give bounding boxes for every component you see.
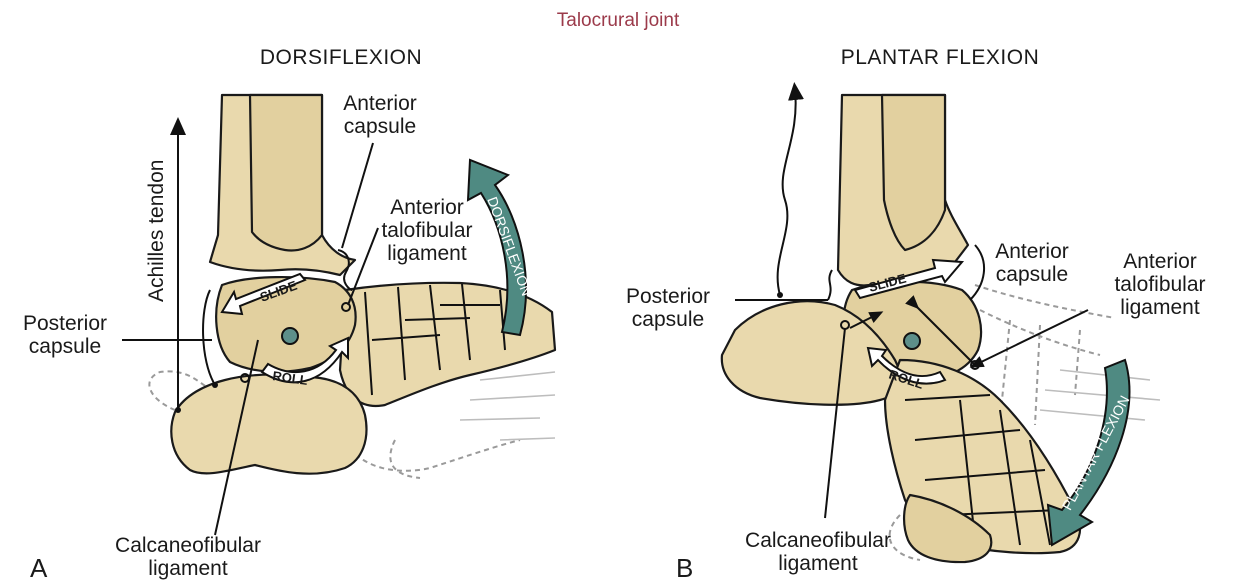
- atfl-b-label-3: ligament: [1120, 296, 1200, 319]
- anterior-capsule-a-label-1: Anterior: [343, 92, 417, 115]
- posterior-capsule-b-label-2: capsule: [632, 308, 704, 331]
- achilles-label: Achilles tendon: [145, 160, 168, 302]
- posterior-capsule-a-curve: [203, 290, 215, 385]
- atfl-b-label-1: Anterior: [1123, 250, 1197, 273]
- cfl-a-label-2: ligament: [148, 557, 228, 580]
- anterior-capsule-a-line: [342, 143, 373, 248]
- cfl-a-label-1: Calcaneofibular: [115, 534, 261, 557]
- atfl-a-label-2: talofibular: [381, 219, 472, 242]
- panel-a-letter: A: [30, 553, 48, 583]
- anterior-capsule-b-label-2: capsule: [996, 263, 1068, 286]
- panel-b-heading: PLANTAR FLEXION: [841, 46, 1040, 69]
- forefoot-lines-a: [460, 372, 555, 440]
- panel-a: DORSIFLEXION SLIDE ROLL: [23, 46, 555, 583]
- anterior-capsule-a-label-2: capsule: [344, 115, 416, 138]
- calcaneus-a: [171, 375, 366, 474]
- posterior-capsule-a-label-1: Posterior: [23, 312, 107, 335]
- anterior-capsule-b-line: [970, 245, 984, 300]
- posterior-capsule-b-label-1: Posterior: [626, 285, 710, 308]
- panel-b-letter: B: [676, 553, 693, 583]
- cfl-b-label-2: ligament: [778, 552, 858, 575]
- atfl-a-label-3: ligament: [387, 242, 467, 265]
- plantar-flexion-arrow: PLANTAR FLEXION: [1048, 360, 1133, 545]
- atfl-b-line: [975, 310, 1088, 365]
- anterior-capsule-b-label-1: Anterior: [995, 240, 1069, 263]
- page-title: Talocrural joint: [557, 10, 680, 31]
- cfl-b-label-1: Calcaneofibular: [745, 529, 891, 552]
- axis-dot-a: [282, 328, 298, 344]
- panel-a-heading: DORSIFLEXION: [260, 46, 422, 69]
- posterior-capsule-a-label-2: capsule: [29, 335, 101, 358]
- panel-b: PLANTAR FLEXION SLIDE ROLL: [626, 46, 1206, 583]
- fibula-a: [250, 95, 322, 250]
- atfl-a-label-1: Anterior: [390, 196, 464, 219]
- forefoot-lines-b: [1040, 370, 1160, 420]
- fibula-b: [882, 95, 945, 250]
- achilles-slack-b: [778, 90, 796, 295]
- atfl-b-label-2: talofibular: [1114, 273, 1205, 296]
- axis-dot-b: [904, 333, 920, 349]
